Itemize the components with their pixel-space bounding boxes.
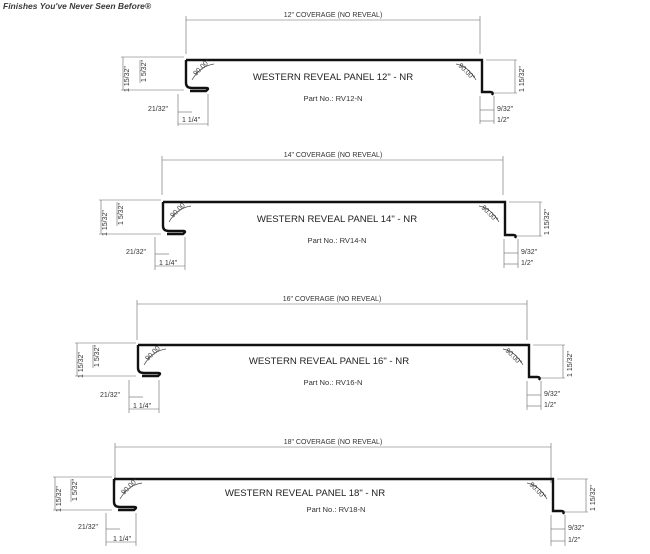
left-height-inner: 1 5/32" [141, 60, 148, 82]
left-height-outer: 1 15/32" [78, 352, 85, 378]
right-height-label: 1 15/32" [544, 209, 551, 235]
left-height-outer: 1 15/32" [124, 66, 131, 92]
left-width-label: 1 1/4" [113, 536, 132, 543]
panel-drawing-16: 16" COVERAGE (NO REVEAL) 90.00° 90.00° W… [75, 296, 574, 413]
panel-title: WESTERN REVEAL PANEL 14" - NR [257, 214, 417, 225]
right-angle-label: 90.00° [480, 204, 500, 224]
left-width-label: 1 1/4" [182, 117, 201, 124]
left-height-inner: 1 5/32" [72, 479, 79, 501]
right-height-label: 1 15/32" [590, 485, 597, 511]
panel-profile [112, 477, 565, 515]
left-height-inner: 1 5/32" [94, 345, 101, 367]
panel-title: WESTERN REVEAL PANEL 12" - NR [253, 72, 413, 83]
panel-title: WESTERN REVEAL PANEL 16" - NR [249, 356, 409, 367]
right-width-label: 1/2" [568, 537, 581, 544]
panel-profile [136, 343, 541, 381]
left-return-label: 21/32" [78, 524, 99, 531]
right-angle-label: 90.00° [504, 347, 524, 367]
part-number: Part No.: RV14-N [308, 236, 367, 245]
right-angle-label: 90.00° [457, 62, 477, 82]
right-width-label: 1/2" [497, 117, 510, 124]
coverage-label: 14" COVERAGE (NO REVEAL) [284, 152, 383, 159]
panel-title: WESTERN REVEAL PANEL 18" - NR [225, 488, 385, 499]
part-number: Part No.: RV18-N [307, 505, 366, 514]
right-return-label: 9/32" [521, 249, 538, 256]
panel-drawing-12: 12" COVERAGE (NO REVEAL) 90.00° 90.00° W… [121, 12, 526, 126]
part-number: Part No.: RV12-N [304, 94, 363, 103]
left-width-label: 1 1/4" [159, 260, 178, 267]
right-height-label: 1 15/32" [567, 351, 574, 377]
left-height-outer: 1 15/32" [102, 210, 109, 236]
left-height-inner: 1 5/32" [118, 203, 125, 225]
brand-tagline: Finishes You've Never Seen Before® [3, 1, 152, 11]
panel-drawing-18: 18" COVERAGE (NO REVEAL) 90.00° 90.00° W… [53, 439, 597, 546]
coverage-label: 16" COVERAGE (NO REVEAL) [283, 296, 382, 303]
right-return-label: 9/32" [544, 391, 561, 398]
right-width-label: 1/2" [544, 402, 557, 409]
coverage-label: 18" COVERAGE (NO REVEAL) [284, 439, 383, 446]
panel-profile [161, 200, 517, 239]
right-height-label: 1 15/32" [519, 66, 526, 92]
panel-profile [184, 58, 494, 96]
coverage-label: 12" COVERAGE (NO REVEAL) [284, 12, 383, 19]
left-width-label: 1 1/4" [133, 403, 152, 410]
right-angle-label: 90.00° [528, 481, 548, 501]
left-return-label: 21/32" [148, 106, 169, 113]
right-return-label: 9/32" [568, 525, 585, 532]
panel-drawing-14: 14" COVERAGE (NO REVEAL) 90.00° 90.00° W… [99, 152, 551, 270]
right-return-label: 9/32" [497, 106, 514, 113]
part-number: Part No.: RV16-N [304, 378, 363, 387]
left-height-outer: 1 15/32" [56, 486, 63, 512]
left-return-label: 21/32" [126, 249, 147, 256]
left-return-label: 21/32" [100, 392, 121, 399]
right-width-label: 1/2" [521, 260, 534, 267]
